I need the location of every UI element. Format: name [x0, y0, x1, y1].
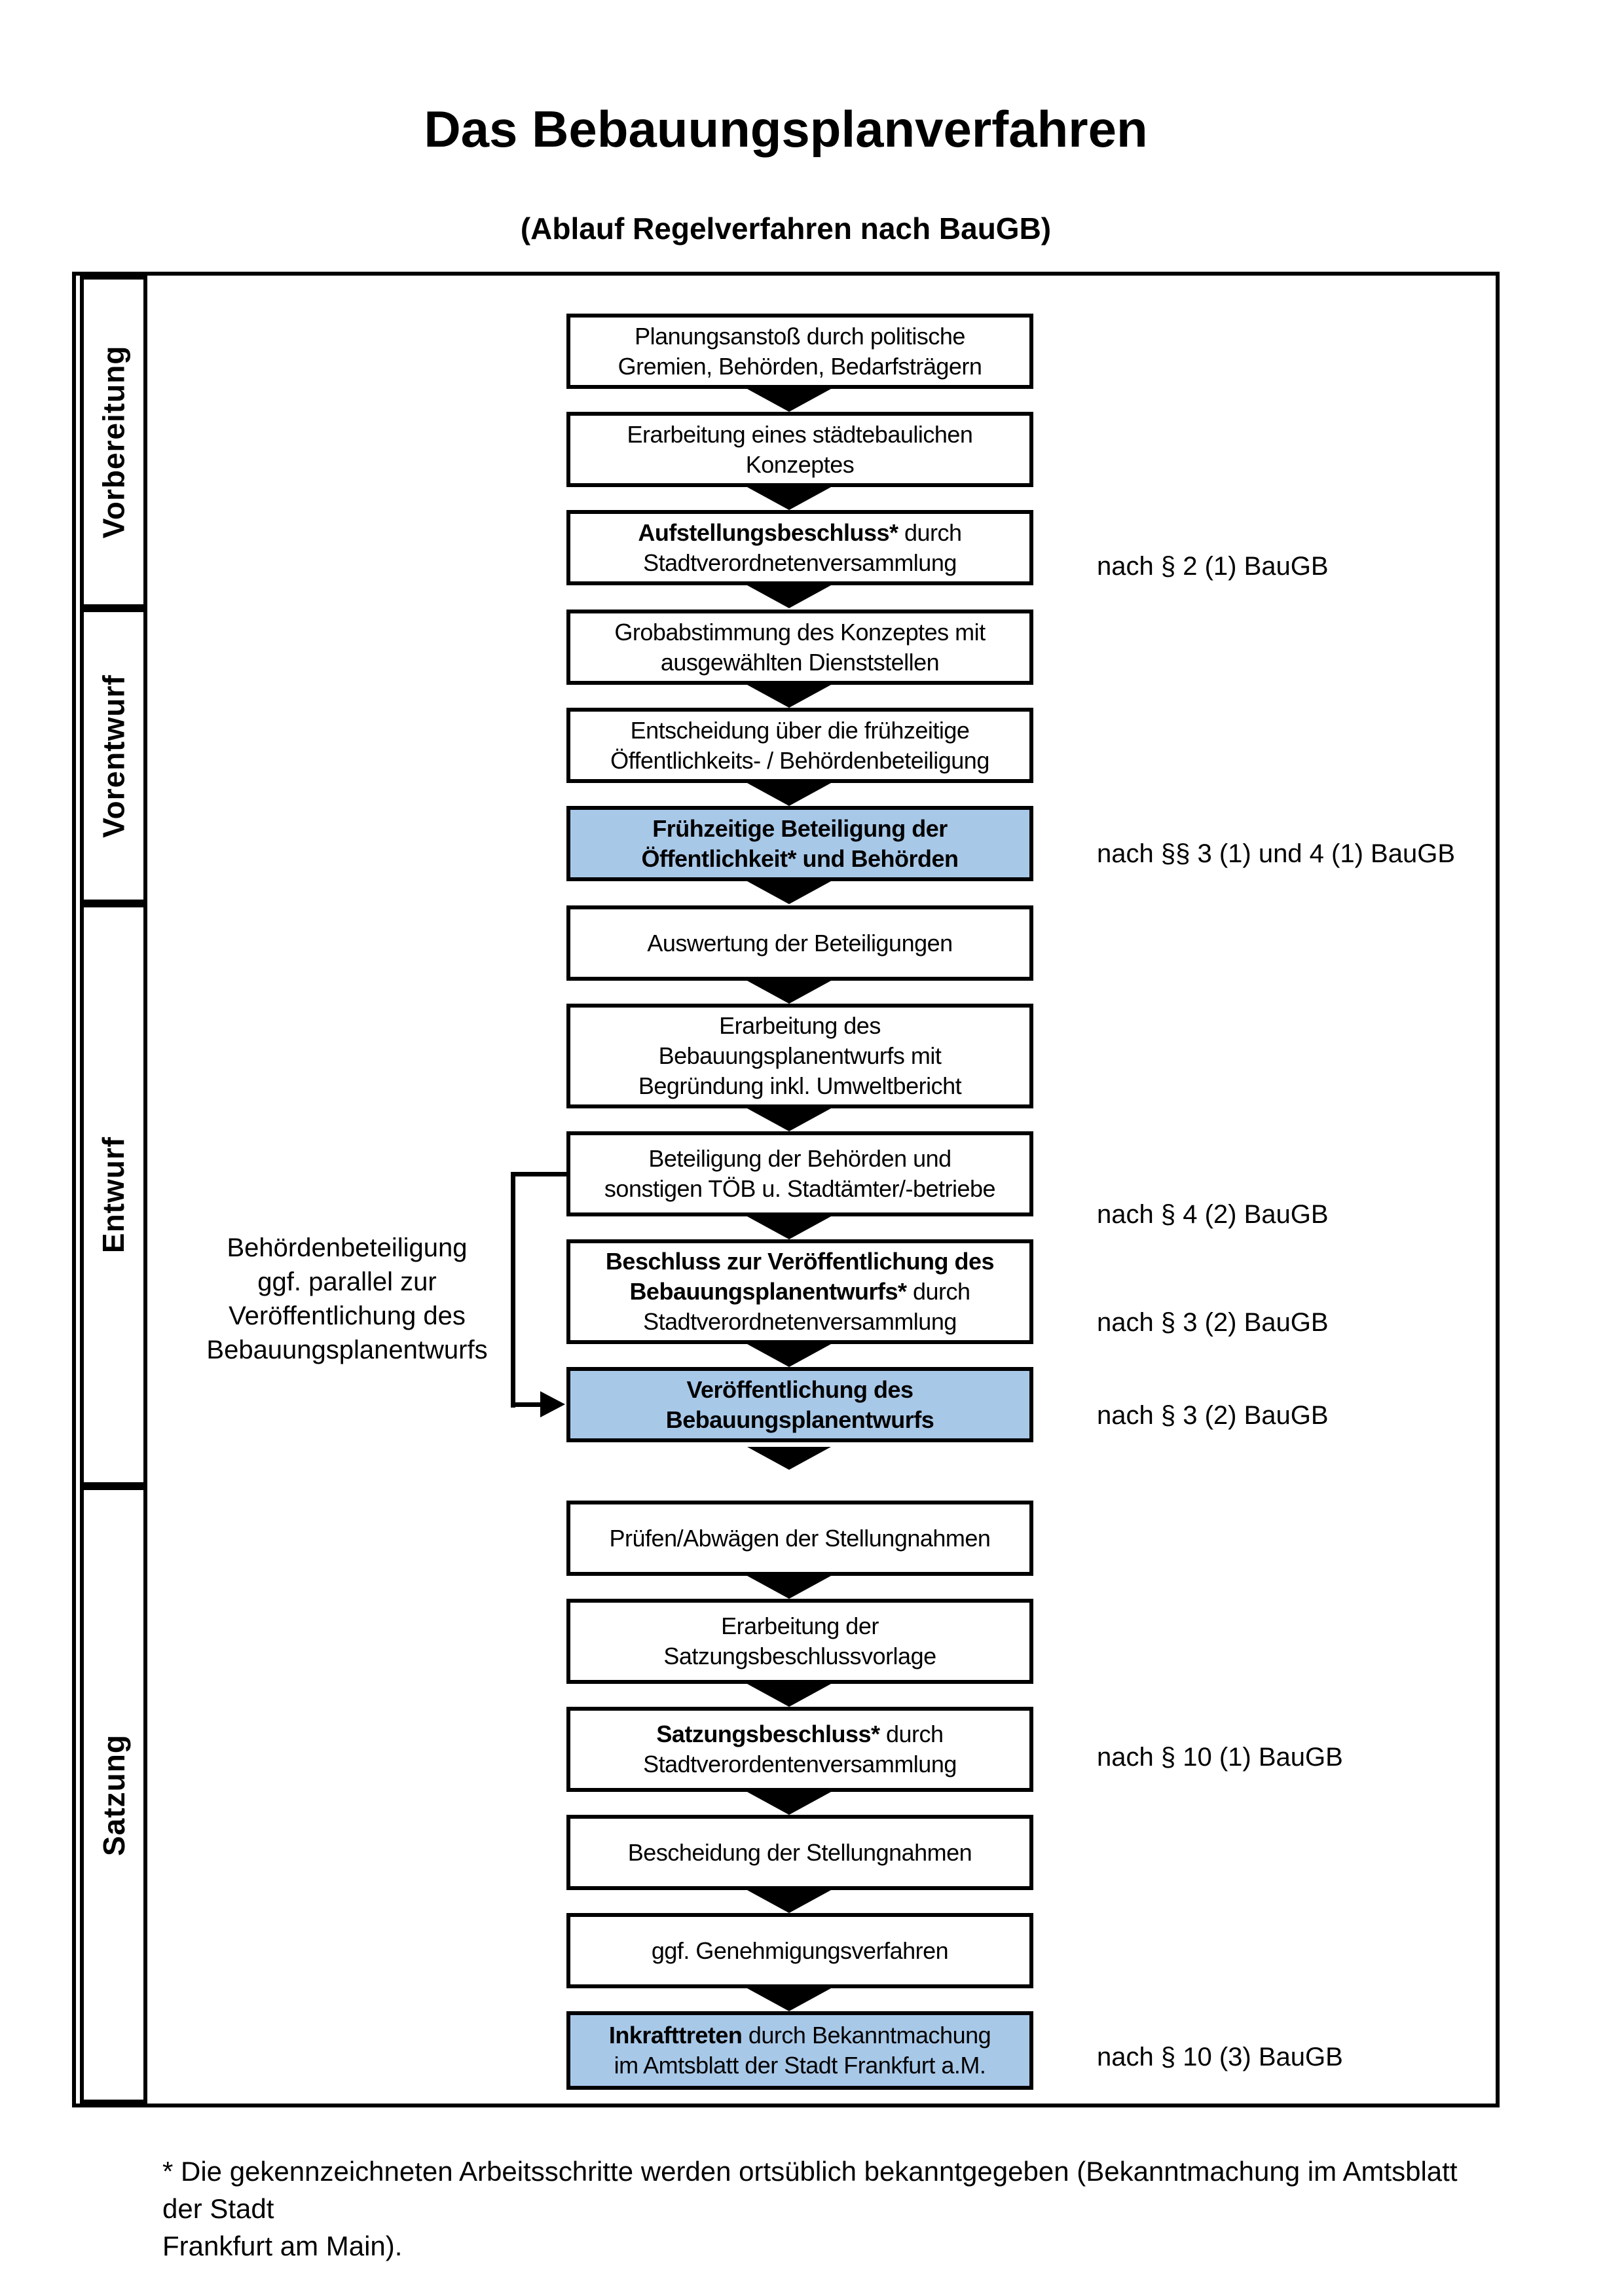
arrow-down-icon	[747, 585, 831, 608]
phase-cell-vorbereitung: Vorbereitung	[80, 276, 147, 608]
legal-reference: nach § 10 (1) BauGB	[1097, 1743, 1343, 1772]
arrow-down-icon	[747, 1890, 831, 1913]
box-veroeffentlichung-entwurf: Veröffentlichung des Bebauungsplanentwur…	[566, 1367, 1033, 1442]
box-satzungsbeschlussvorlage: Erarbeitung der Satzungsbeschlussvorlage	[566, 1599, 1033, 1684]
box-inkrafttreten: Inkrafttreten durch Bekanntmachung im Am…	[566, 2011, 1033, 2090]
arrow-down-icon	[747, 1447, 831, 1470]
phase-label-entwurf: Entwurf	[96, 1136, 131, 1254]
box-planungsanstoss: Planungsanstoß durch politische Gremien,…	[566, 314, 1033, 389]
parallel-process-note: Behördenbeteiligung ggf. parallel zur Ve…	[206, 1233, 488, 1364]
arrow-down-icon	[747, 1988, 831, 2011]
box-pruefen-abwaegen: Prüfen/Abwägen der Stellungnahmen	[566, 1501, 1033, 1576]
arrow-down-icon	[747, 881, 831, 904]
phase-label-vorentwurf: Vorentwurf	[96, 674, 131, 838]
arrow-down-icon	[747, 1108, 831, 1131]
box-beschluss-veroeffentlichung: Beschluss zur Veröffentlichung des Bebau…	[566, 1239, 1033, 1344]
arrow-down-icon	[747, 685, 831, 708]
phase-label-satzung: Satzung	[96, 1734, 131, 1856]
arrow-down-icon	[747, 1576, 831, 1599]
box-fruehzeitige-beteiligung: Frühzeitige Beteiligung der Öffentlichke…	[566, 806, 1033, 881]
phase-cell-satzung: Satzung	[80, 1486, 147, 2104]
phase-label-vorbereitung: Vorbereitung	[96, 345, 131, 539]
box-entscheidung-beteiligung: Entscheidung über die frühzeitige Öffent…	[566, 708, 1033, 783]
phase-cell-entwurf: Entwurf	[80, 903, 147, 1486]
box-genehmigungsverfahren: ggf. Genehmigungsverfahren	[566, 1913, 1033, 1988]
legal-reference: nach § 3 (2) BauGB	[1097, 1308, 1329, 1337]
bracket-line-vertical	[511, 1172, 515, 1408]
box-behoerdenbeteiligung: Beteiligung der Behörden und sonstigen T…	[566, 1131, 1033, 1216]
bracket-line-top	[511, 1172, 566, 1176]
legal-reference: nach § 3 (2) BauGB	[1097, 1401, 1329, 1430]
legal-reference: nach § 10 (3) BauGB	[1097, 2043, 1343, 2071]
arrow-down-icon	[747, 1684, 831, 1707]
box-aufstellungsbeschluss: Aufstellungsbeschluss* durch Stadtverord…	[566, 510, 1033, 585]
bracket-line-bottom	[511, 1402, 544, 1407]
legal-reference: nach §§ 3 (1) und 4 (1) BauGB	[1097, 839, 1455, 868]
box-erarbeitung-entwurf: Erarbeitung des Bebauungsplanentwurfs mi…	[566, 1004, 1033, 1108]
arrow-down-icon	[747, 783, 831, 806]
arrow-down-icon	[747, 1216, 831, 1239]
arrow-down-icon	[747, 981, 831, 1004]
phase-cell-vorentwurf: Vorentwurf	[80, 608, 147, 903]
page-subtitle: (Ablauf Regelverfahren nach BauGB)	[520, 211, 1052, 246]
box-bescheidung: Bescheidung der Stellungnahmen	[566, 1815, 1033, 1890]
arrow-down-icon	[747, 389, 831, 412]
footnote: * Die gekennzeichneten Arbeitsschritte w…	[162, 2156, 1458, 2261]
page-title: Das Bebauungsplanverfahren	[424, 100, 1148, 158]
arrow-down-icon	[747, 1344, 831, 1367]
box-staedtebauliches-konzept: Erarbeitung eines städtebaulichen Konzep…	[566, 412, 1033, 487]
box-auswertung-beteiligungen: Auswertung der Beteiligungen	[566, 905, 1033, 981]
arrow-down-icon	[747, 487, 831, 510]
arrow-down-icon	[747, 1792, 831, 1815]
box-satzungsbeschluss: Satzungsbeschluss* durch Stadtverordente…	[566, 1707, 1033, 1792]
legal-reference: nach § 4 (2) BauGB	[1097, 1200, 1329, 1229]
box-grobabstimmung: Grobabstimmung des Konzeptes mit ausgewä…	[566, 610, 1033, 685]
legal-reference: nach § 2 (1) BauGB	[1097, 552, 1329, 581]
arrow-right-icon	[540, 1391, 565, 1417]
